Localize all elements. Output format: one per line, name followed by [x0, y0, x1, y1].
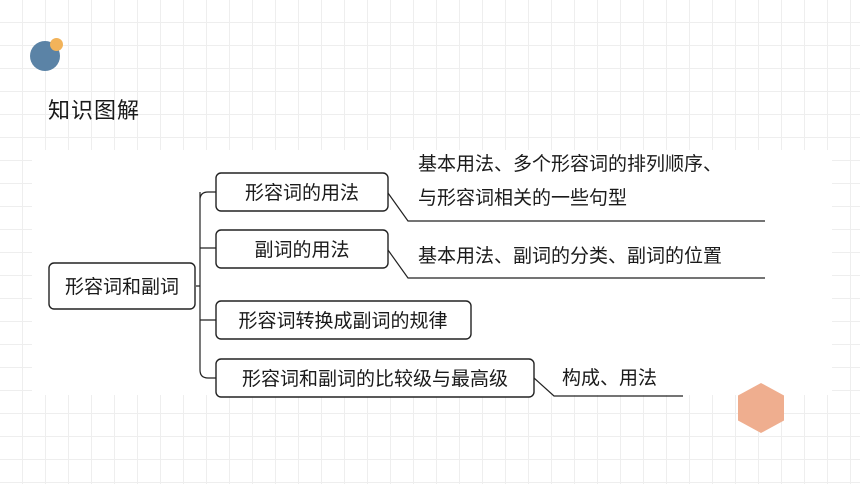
root-node: 形容词和副词 [48, 262, 196, 310]
hexagon-decoration [738, 383, 784, 433]
detail-text: 构成、用法 [562, 367, 657, 389]
branch-node-adverb-usage: 副词的用法 [215, 229, 389, 269]
branch-label: 形容词的用法 [245, 182, 359, 204]
connector-branch1-detail [387, 192, 765, 222]
connector-branch2-detail [387, 249, 765, 279]
branch-node-conversion-rules: 形容词转换成副词的规律 [215, 300, 472, 340]
orange-circle-decoration [50, 38, 63, 51]
branch-node-adjective-usage: 形容词的用法 [215, 172, 389, 212]
connector-branch4-detail [533, 377, 683, 397]
section-title: 知识图解 [48, 99, 141, 124]
branch-node-comparison: 形容词和副词的比较级与最高级 [215, 358, 535, 398]
root-node-label: 形容词和副词 [65, 276, 179, 298]
connector-root-to-branches [196, 191, 216, 379]
detail-text: 基本用法、副词的分类、副词的位置 [418, 245, 722, 267]
branch-label: 副词的用法 [254, 239, 349, 261]
branch-label: 形容词转换成副词的规律 [238, 310, 447, 332]
detail-text: 基本用法、多个形容词的排列顺序、 [418, 153, 722, 175]
decorative-dots [30, 38, 64, 72]
detail-text: 与形容词相关的一些句型 [418, 187, 627, 209]
branch-label: 形容词和副词的比较级与最高级 [242, 368, 508, 390]
